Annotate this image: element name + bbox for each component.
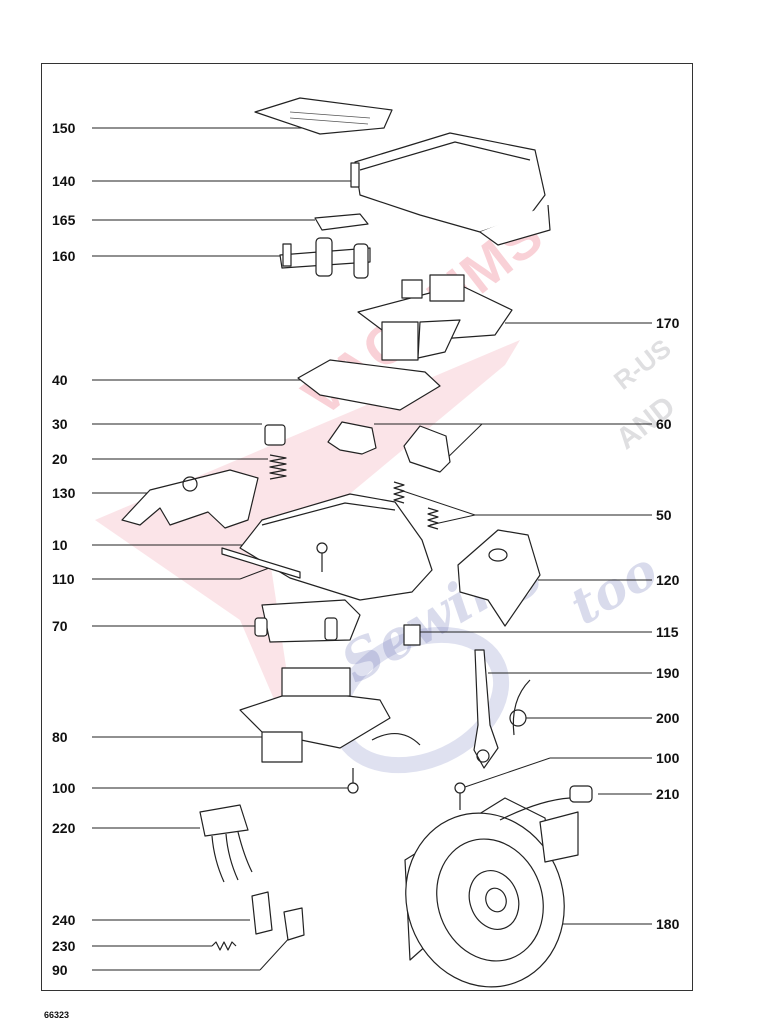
callout-100-left: 100 — [52, 780, 76, 796]
callout-110: 110 — [52, 571, 75, 587]
part-50-spring-a — [393, 481, 405, 504]
callout-115: 115 — [656, 624, 679, 640]
part-240-clip — [251, 891, 273, 935]
part-60-cap-b — [403, 425, 451, 473]
part-130-button-cover — [121, 469, 259, 529]
callout-220: 220 — [52, 820, 76, 836]
part-20-spring — [269, 454, 287, 480]
part-70-switch-block — [254, 599, 361, 643]
part-115-microswitch — [403, 624, 421, 646]
callout-20: 20 — [52, 451, 68, 467]
document-number: 66323 — [44, 1010, 70, 1020]
callout-50: 50 — [656, 507, 672, 523]
part-120-side-cover — [457, 529, 541, 627]
part-150-label-plate — [254, 97, 393, 135]
callout-200: 200 — [656, 710, 680, 726]
part-230-spring — [211, 941, 237, 951]
part-80-circuit-board — [239, 667, 421, 763]
part-110-screw — [316, 542, 328, 572]
callout-60: 60 — [656, 416, 672, 432]
callout-140: 140 — [52, 173, 76, 189]
part-140-top-cover — [354, 132, 546, 233]
callout-30: 30 — [52, 416, 68, 432]
callout-150: 150 — [52, 120, 76, 136]
part-90-switch — [283, 907, 305, 941]
part-40-membrane — [297, 359, 441, 411]
diagram-frame — [41, 63, 693, 991]
part-100-screw-b — [454, 782, 466, 810]
part-180-cable-reel — [404, 797, 579, 988]
callout-165: 165 — [52, 212, 76, 228]
part-165-strip — [314, 213, 369, 231]
callout-80: 80 — [52, 729, 68, 745]
callout-70: 70 — [52, 618, 68, 634]
callout-170: 170 — [656, 315, 680, 331]
callout-240: 240 — [52, 912, 76, 928]
callout-90: 90 — [52, 962, 68, 978]
callout-130: 130 — [52, 485, 76, 501]
callout-160: 160 — [52, 248, 76, 264]
part-200-bushing — [509, 709, 527, 727]
part-210-cable-plug — [499, 785, 593, 821]
callout-10: 10 — [52, 537, 68, 553]
callout-120: 120 — [656, 572, 680, 588]
callout-190: 190 — [656, 665, 680, 681]
part-170-circuit-board — [357, 274, 513, 361]
callout-210: 210 — [656, 786, 680, 802]
callout-230: 230 — [52, 938, 76, 954]
part-60-cap-a — [327, 421, 377, 455]
part-190-lever — [473, 649, 499, 769]
callout-180: 180 — [656, 916, 680, 932]
callout-40: 40 — [52, 372, 68, 388]
part-10-housing — [221, 493, 433, 601]
part-160-bracket — [279, 237, 371, 279]
part-50-spring-b — [427, 507, 439, 530]
part-100-screw-a — [347, 768, 359, 794]
part-220-connector — [199, 804, 253, 883]
part-30-button — [264, 424, 286, 446]
callout-100-right: 100 — [656, 750, 680, 766]
